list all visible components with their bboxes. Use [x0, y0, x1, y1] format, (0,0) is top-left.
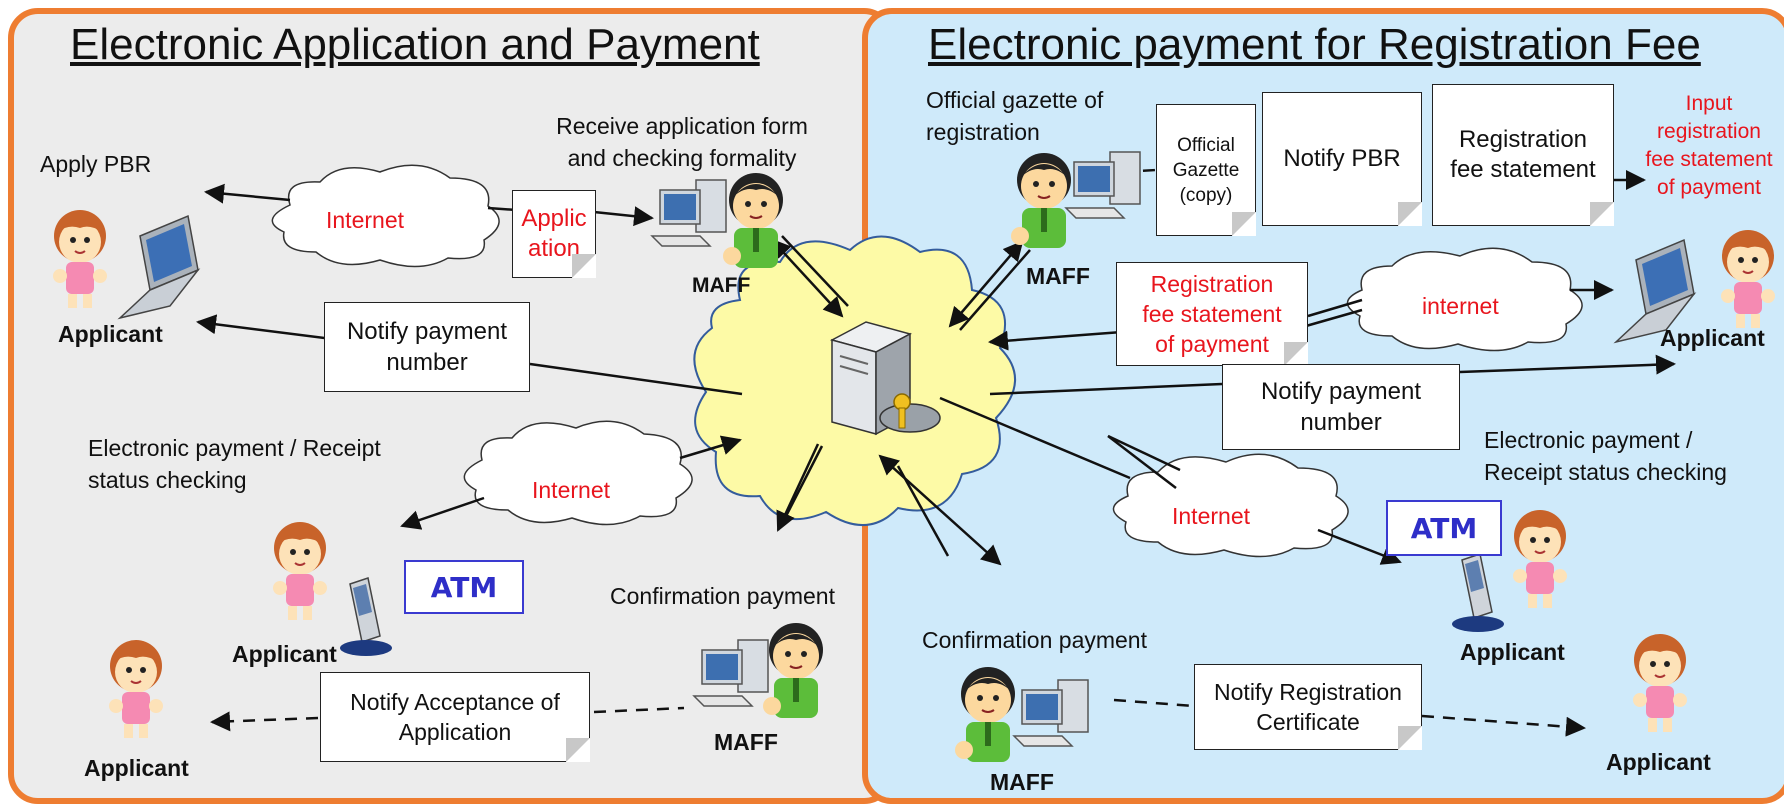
- epay-label-left-line2: status checking: [88, 467, 247, 493]
- applicant-label-right-1: Applicant: [1660, 325, 1765, 351]
- atm-label-right: ATM: [1386, 500, 1502, 556]
- application-doc-line1: Applic: [521, 205, 587, 232]
- reg-stmt-line2: fee statement: [1450, 156, 1596, 183]
- gazette-label-line1: Official gazette of: [926, 87, 1104, 113]
- receive-label-line1: Receive application form: [556, 113, 808, 139]
- internet-label-right-bottom: Internet: [1172, 503, 1250, 529]
- atm-label-left: ATM: [404, 560, 524, 614]
- applicant-left-3-figure: [108, 639, 164, 739]
- notify-payment-right-line1: Notify payment: [1260, 378, 1422, 405]
- input-label-line1: Input: [1685, 92, 1733, 115]
- apply-pbr-label: Apply PBR: [40, 151, 152, 177]
- applicant-left-1-figure: [52, 209, 199, 319]
- maff-label-right-bottom: MAFF: [990, 769, 1054, 795]
- notify-accept-line1: Notify Acceptance of: [350, 689, 560, 715]
- input-label-line4: of payment: [1657, 176, 1761, 199]
- notify-acceptance-document: Notify Acceptance of Application: [320, 672, 590, 762]
- left-title: Electronic Application and Payment: [70, 20, 760, 69]
- internet-label-left-top: Internet: [326, 207, 404, 233]
- connector-arrows: [196, 170, 1676, 566]
- gazette-doc-line3: (copy): [1179, 184, 1233, 206]
- epay-label-left-line1: Electronic payment / Receipt: [88, 435, 381, 461]
- maff-right-1-figure: [1010, 151, 1141, 249]
- reg-pay-line3: of payment: [1155, 331, 1269, 357]
- confirmation-label-right: Confirmation payment: [922, 627, 1147, 653]
- right-title: Electronic payment for Registration Fee: [928, 20, 1701, 69]
- notify-cert-line2: Certificate: [1256, 709, 1360, 735]
- applicant-label-left-2: Applicant: [232, 641, 337, 667]
- applicant-right-3-figure: [1632, 633, 1688, 733]
- notify-cert-line1: Notify Registration: [1214, 679, 1402, 705]
- notify-payment-left-line1: Notify payment: [346, 318, 508, 345]
- key-icon: [893, 393, 911, 429]
- reg-stmt-line1: Registration: [1458, 126, 1588, 153]
- official-gazette-document: Official Gazette (copy): [1156, 104, 1256, 236]
- applicant-label-left-1: Applicant: [58, 321, 163, 347]
- internet-label-left-bottom: Internet: [532, 477, 610, 503]
- notify-payment-box-right: Notify payment number: [1222, 364, 1460, 450]
- notify-pbr-document: Notify PBR: [1262, 92, 1422, 226]
- epay-label-right-line2: Receipt status checking: [1484, 459, 1727, 485]
- maff-label-left-top: MAFF: [692, 274, 751, 297]
- registration-fee-payment-document: Registration fee statement of payment: [1116, 262, 1308, 366]
- maff-left-1-figure: [651, 172, 784, 269]
- notify-certificate-document: Notify Registration Certificate: [1194, 664, 1422, 750]
- maff-label-right-top: MAFF: [1026, 263, 1090, 289]
- gazette-doc-line1: Official: [1177, 134, 1235, 156]
- reg-pay-line2: fee statement: [1142, 301, 1282, 327]
- notify-accept-line2: Application: [398, 719, 512, 745]
- cloud-internet-left-top: [271, 164, 500, 268]
- notify-payment-left-line2: number: [386, 349, 468, 376]
- input-label-line3: fee statement: [1645, 148, 1773, 171]
- registration-fee-statement-document: Registration fee statement: [1432, 84, 1614, 226]
- applicant-left-2-figure: [272, 521, 393, 657]
- applicant-label-right-2: Applicant: [1460, 639, 1565, 665]
- gazette-label-line2: registration: [926, 119, 1040, 145]
- applicant-label-right-3: Applicant: [1606, 749, 1711, 775]
- input-label-line2: registration: [1657, 120, 1761, 143]
- maff-left-2-figure: [693, 622, 824, 719]
- maff-label-left-bottom: MAFF: [714, 729, 778, 755]
- internet-label-right-top: internet: [1422, 293, 1499, 319]
- notify-payment-right-line2: number: [1300, 409, 1382, 436]
- reg-pay-line1: Registration: [1150, 271, 1274, 297]
- notify-payment-box-left: Notify payment number: [324, 302, 530, 392]
- gazette-doc-line2: Gazette: [1172, 159, 1240, 181]
- cloud-internet-right-top: [1346, 247, 1583, 352]
- application-document: Applic ation: [512, 190, 596, 278]
- epay-label-right-line1: Electronic payment /: [1484, 427, 1693, 453]
- cloud-internet-left-bottom: [463, 420, 693, 526]
- receive-label-line2: and checking formality: [567, 145, 797, 171]
- cloud-internet-right-bottom: [1112, 453, 1349, 558]
- applicant-label-left-3: Applicant: [84, 755, 189, 781]
- maff-right-2-figure: [954, 666, 1089, 763]
- application-doc-line2: ation: [527, 235, 581, 262]
- confirmation-label-left: Confirmation payment: [610, 583, 835, 609]
